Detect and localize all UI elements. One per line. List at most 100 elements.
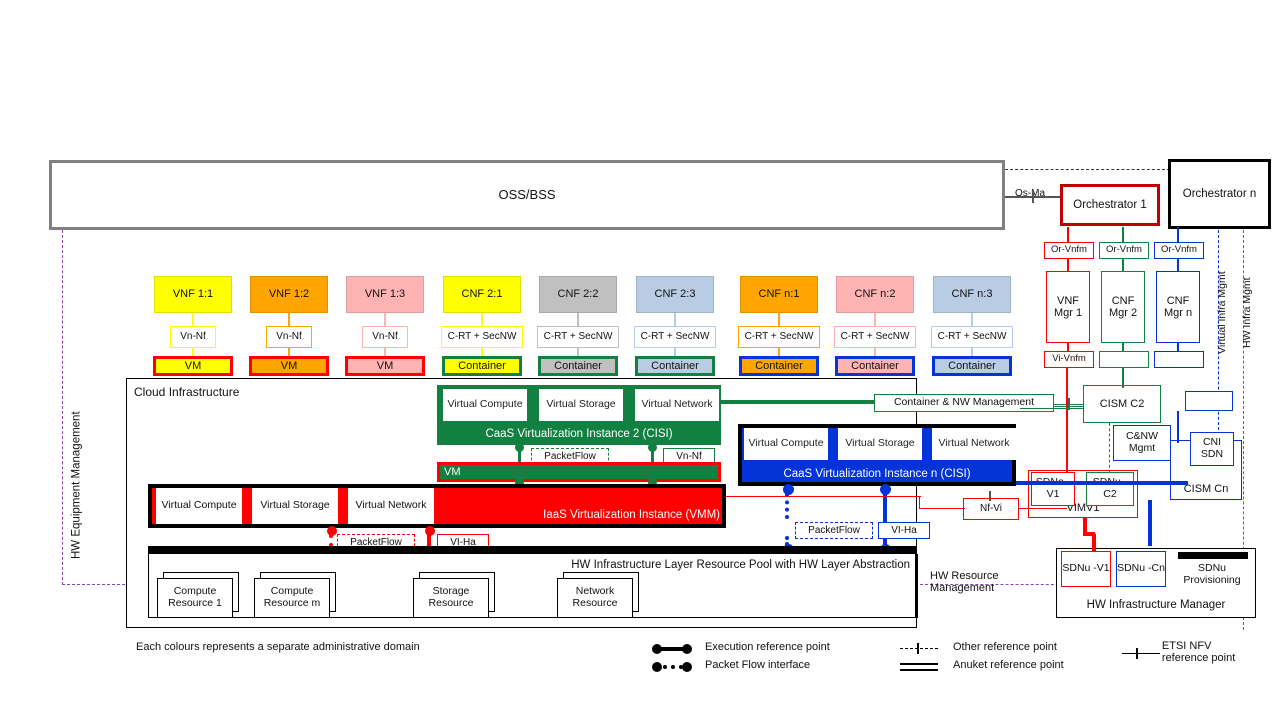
function-box-cnf-n-2[interactable]: CNF n:2 [836,276,914,313]
cnw-mgmt-box[interactable]: C&NW Mgmt [1113,425,1171,461]
function-box-cnf-n-1[interactable]: CNF n:1 [740,276,818,313]
cni-sdn-box[interactable]: CNI SDN [1190,432,1234,466]
cnf-mgr-2-box[interactable]: CNF Mgr 2 [1101,271,1145,343]
function-rp-link-bottom [778,347,780,359]
vimv1-sdnu-wire-b [1083,532,1095,536]
container-nw-management-box[interactable]: Container & NW Management [874,394,1054,412]
reference-point-c-rt-secnw: C-RT + SecNW [738,326,820,348]
legend-label-other: Other reference point [953,641,1057,653]
cism-c2-box[interactable]: CISM C2 [1083,385,1161,423]
os-ma-tick [1032,190,1034,203]
function-box-vnf-1-3[interactable]: VNF 1:3 [346,276,424,313]
vnf-mgr-1-box[interactable]: VNF Mgr 1 [1046,271,1090,343]
vmm-vlha-dot-top [425,526,435,536]
cloud-infrastructure-label: Cloud Infrastructure [134,385,240,399]
vmm-virtual-network[interactable]: Virtual Network [348,488,434,524]
or-vnfm-link-lower [1067,258,1069,272]
function-box-vnf-1-1[interactable]: VNF 1:1 [154,276,232,313]
vmm-virtual-compute[interactable]: Virtual Compute [156,488,242,524]
nf-vi-tick [989,491,991,501]
cismn-sdnu-wire [1148,500,1152,546]
cisin-virtual-storage[interactable]: Virtual Storage [838,428,922,460]
function-box-vnf-1-2[interactable]: VNF 1:2 [250,276,328,313]
runtime-box-vm[interactable]: VM [345,356,425,376]
reference-point-c-rt-secnw: C-RT + SecNW [834,326,916,348]
orchestrator-n-box[interactable]: Orchestrator n [1168,159,1271,229]
legend-label-execution: Execution reference point [705,641,830,653]
hw-resource-compute-resource-m[interactable]: Compute Resource m [254,578,330,618]
function-rp-link-top [674,313,676,327]
runtime-box-container[interactable]: Container [538,356,618,376]
or-vnfm-rp-1: Or-Vnfm [1044,242,1094,259]
legend-item-packetflow: Packet Flow interface [652,658,810,672]
legend-glyph-execution-icon [652,640,698,654]
legend-glyph-other-icon [900,640,946,654]
function-box-cnf-n-3[interactable]: CNF n:3 [933,276,1011,313]
runtime-box-container[interactable]: Container [932,356,1012,376]
or-vnfm-link-lower [1177,258,1179,272]
function-rp-link-top [971,313,973,327]
function-rp-link-top [577,313,579,327]
sdnu-v1-box[interactable]: SDNu -V1 [1061,551,1111,587]
legend-label-packetflow: Packet Flow interface [705,659,811,671]
function-box-cnf-2-3[interactable]: CNF 2:3 [636,276,714,313]
runtime-box-vm[interactable]: VM [153,356,233,376]
hw-resource-network-resource[interactable]: Network Resource [557,578,633,618]
function-box-cnf-2-2[interactable]: CNF 2:2 [539,276,617,313]
cnf-mgr-n-box[interactable]: CNF Mgr n [1156,271,1200,343]
runtime-box-container[interactable]: Container [739,356,819,376]
legend-glyph-anuket-icon [900,658,946,672]
reference-point-c-rt-secnw: C-RT + SecNW [537,326,619,348]
cisin-title: CaaS Virtualization Instance n (CISI) [783,467,971,480]
cisin-virtual-network[interactable]: Virtual Network [932,428,1016,460]
hw-equipment-management-label: HW Equipment Management [70,411,83,559]
cisi2-virtual-compute[interactable]: Virtual Compute [443,389,527,421]
iaas-virtualization-instance-vmm[interactable] [148,484,726,528]
cisin-virtual-compute[interactable]: Virtual Compute [744,428,828,460]
or-vnfm-rp-2: Or-Vnfm [1099,242,1149,259]
function-rp-link-bottom [192,347,194,359]
sdnu-cn-box[interactable]: SDNu -Cn [1116,551,1166,587]
cnf-mgr-2-cism-wire [1122,368,1124,388]
vmm-virtual-storage[interactable]: Virtual Storage [252,488,338,524]
function-rp-link-top [481,313,483,327]
oss-bss-box[interactable]: OSS/BSS [49,160,1005,230]
nf-vi-wire-cloud [919,508,965,510]
vmm-title: IaaS Virtualization Instance (VMM) [543,508,720,521]
vmm-nf-vi-wire [726,496,921,498]
reference-point-vn-nf: Vn-Nf [170,326,216,348]
cisi2-vm-band[interactable] [437,462,721,482]
cisi2-virtual-storage[interactable]: Virtual Storage [539,389,623,421]
hw-resource-pool-title: HW Infrastructure Layer Resource Pool wi… [571,558,910,571]
function-box-cnf-2-1[interactable]: CNF 2:1 [443,276,521,313]
sdnu-provisioning-label: SDNu Provisioning [1183,562,1241,586]
runtime-box-container[interactable]: Container [442,356,522,376]
vi-vnfm-rp: Vi-Vnfm [1044,351,1094,368]
runtime-box-vm[interactable]: VM [249,356,329,376]
cism-c2-sdnu-wire [1109,423,1110,473]
legend-label-anuket: Anuket reference point [953,659,1064,671]
sdno-v1-box[interactable]: SDNo -V1 [1031,472,1075,506]
hw-resource-storage-resource[interactable]: Storage Resource [413,578,489,618]
cisi2-virtual-network[interactable]: Virtual Network [635,389,719,421]
os-ma-dashed-line [1005,169,1170,170]
function-rp-link-bottom [971,347,973,359]
cisi2-vm-band-label: VM [444,465,461,478]
sdnu-c2-box[interactable]: SDNu -C2 [1086,472,1134,506]
runtime-box-container[interactable]: Container [835,356,915,376]
cnf-mgr-n-infra-rp [1185,391,1233,411]
vmm-packetflow-link [329,534,333,556]
legend-item-other: Other reference point [900,640,1057,654]
runtime-box-container[interactable]: Container [635,356,715,376]
orchestrator-1-box[interactable]: Orchestrator 1 [1060,184,1160,226]
reference-point-c-rt-secnw: C-RT + SecNW [931,326,1013,348]
os-ma-label: Os-Ma [1008,186,1052,202]
cisin-cismn-wire [1016,481,1188,485]
hw-resource-compute-resource-1[interactable]: Compute Resource 1 [157,578,233,618]
function-rp-link-top [192,313,194,327]
hwpool-right-edge [916,554,918,618]
reference-point-c-rt-secnw: C-RT + SecNW [441,326,523,348]
vmm-vlha-link [427,534,431,556]
function-rp-link-top [288,313,290,327]
